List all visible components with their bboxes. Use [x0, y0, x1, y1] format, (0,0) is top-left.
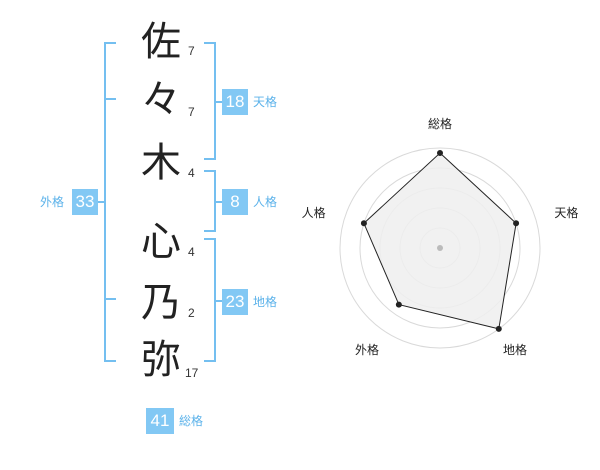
gaikaku-label: 外格: [40, 195, 65, 209]
name-char-5: 乃: [141, 280, 181, 326]
gaikaku-value-badge: 33: [72, 189, 98, 215]
radar-points: [360, 150, 520, 332]
chikaku-label: 地格: [253, 295, 278, 309]
name-char-6: 弥: [141, 337, 181, 383]
jinkaku-value-badge: 8: [222, 189, 248, 215]
fortune-radar-chart: 総格 天格 地格 外格 人格: [302, 116, 579, 357]
radar-axis-labels: 総格 天格 地格 外格 人格: [302, 116, 579, 357]
gaikaku-connector: [98, 201, 104, 203]
stroke-count-3: 4: [188, 166, 195, 180]
stroke-count-6: 17: [185, 366, 199, 380]
name-char-3: 木: [141, 140, 181, 186]
radar-label-jinkaku: 人格: [302, 205, 326, 220]
tenkaku-bracket: [204, 42, 216, 160]
tenkaku-connector: [216, 101, 222, 103]
radar-label-tenkaku: 天格: [554, 205, 578, 220]
chikaku-connector: [216, 300, 222, 302]
soukaku-label: 総格: [179, 414, 204, 428]
soukaku-value-badge: 41: [146, 408, 174, 434]
tenkaku-label: 天格: [253, 95, 278, 109]
radar-point-0: [437, 150, 443, 156]
radar-center-dot: [437, 245, 443, 251]
jinkaku-bracket: [204, 170, 216, 232]
stroke-count-1: 7: [188, 44, 195, 58]
radar-label-soukaku: 総格: [428, 116, 452, 131]
name-char-2: 々: [141, 77, 181, 123]
radar-value-area: [363, 152, 517, 330]
jinkaku-connector: [216, 201, 222, 203]
jinkaku-label: 人格: [253, 195, 278, 209]
chikaku-bracket: [204, 238, 216, 362]
stroke-count-2: 7: [188, 105, 195, 119]
radar-point-4: [360, 220, 367, 227]
name-char-4: 心: [141, 219, 181, 265]
chikaku-value-badge: 23: [222, 289, 248, 315]
stroke-count-4: 4: [188, 245, 195, 259]
tenkaku-value-badge: 18: [222, 89, 248, 115]
name-char-1: 佐: [141, 19, 181, 65]
radar-point-2: [495, 325, 502, 332]
gaikaku-bracket: [104, 42, 116, 362]
gaikaku-tick-1: [104, 98, 116, 100]
radar-point-3: [395, 301, 402, 308]
radar-label-gaikaku: 外格: [355, 342, 379, 357]
gaikaku-tick-2: [104, 298, 116, 300]
radar-point-1: [513, 220, 520, 227]
radar-label-chikaku: 地格: [503, 342, 527, 357]
radar-grid-ring: [339, 147, 541, 349]
stroke-count-5: 2: [188, 306, 195, 320]
